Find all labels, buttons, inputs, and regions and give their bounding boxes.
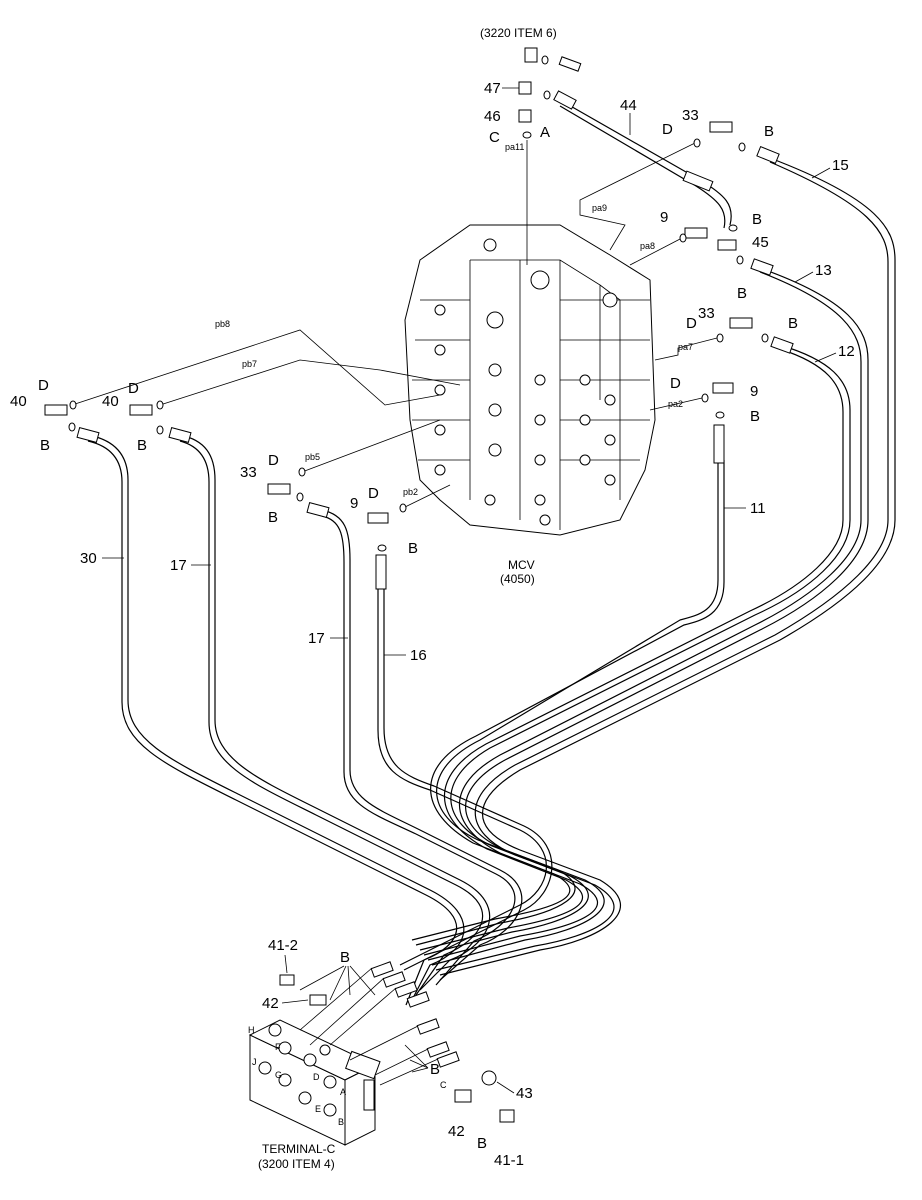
terminal-port-H: H (248, 1025, 255, 1035)
fitting-41-1 (499, 1109, 515, 1123)
callout-11: 11 (750, 500, 766, 517)
callout-16: 16 (410, 647, 427, 664)
callout-33a: 33 (682, 107, 699, 124)
callout-12: 12 (838, 343, 855, 360)
port-pa2: pa2 (668, 399, 683, 409)
callout-46: 46 (484, 108, 501, 125)
callout-B9: B (408, 540, 418, 557)
callout-33c: 33 (240, 464, 257, 481)
fitting-42a (309, 994, 327, 1006)
callout-D7: D (368, 485, 379, 502)
callout-33b: 33 (698, 305, 715, 322)
callout-44: 44 (620, 97, 637, 114)
mcv-valve-block (404, 224, 656, 536)
callout-B4: B (788, 315, 798, 332)
terminal-hose-ends (370, 961, 460, 1068)
callout-D2: D (686, 315, 697, 332)
port-pa8: pa8 (640, 241, 655, 251)
fitting-9c (367, 512, 389, 524)
terminal-ref: (3200 ITEM 4) (258, 1157, 335, 1171)
port-pa7: pa7 (678, 342, 693, 352)
callout-B3: B (737, 285, 747, 302)
callout-A: A (540, 124, 550, 141)
terminal-port-E: E (315, 1104, 321, 1114)
hose-11-end (713, 424, 725, 464)
fitting-top-elbow (524, 47, 538, 63)
fitting-46 (518, 109, 532, 123)
terminal-block (248, 961, 515, 1146)
callout-40a: 40 (10, 393, 27, 410)
callout-43: 43 (516, 1085, 533, 1102)
hose-16-end (375, 554, 387, 590)
callout-9b: 9 (750, 383, 758, 400)
callout-D1: D (662, 121, 673, 138)
top-ref-label: (3220 ITEM 6) (480, 26, 557, 40)
valve-bolts (434, 238, 618, 526)
pilot-lines (71, 140, 718, 509)
fitting-33b (729, 317, 753, 329)
fitting-42b (454, 1089, 472, 1103)
terminal-port-F: F (275, 1042, 281, 1052)
terminal-port-B: B (338, 1117, 344, 1127)
callout-B10: B (340, 949, 350, 966)
callout-B2: B (752, 211, 762, 228)
labels: (3220 ITEM 6) MCV (4050) TERMINAL-C (320… (10, 26, 855, 1171)
callout-30: 30 (80, 550, 97, 567)
fitting-40b (129, 404, 153, 416)
terminal-port-C: C (440, 1080, 447, 1090)
terminal-port-A: A (340, 1087, 346, 1097)
callout-D5: D (128, 380, 139, 397)
fitting-33c (267, 483, 291, 495)
port-pa9: pa9 (592, 203, 607, 213)
callout-B5: B (750, 408, 760, 425)
terminal-port-D: D (313, 1072, 320, 1082)
callout-B8: B (268, 509, 278, 526)
callout-B7: B (137, 437, 147, 454)
fitting-9a (684, 227, 708, 239)
o-rings (68, 55, 769, 552)
fitting-41-2 (279, 974, 295, 986)
terminal-port-G: G (275, 1070, 282, 1080)
callout-45: 45 (752, 234, 769, 251)
fitting-45 (717, 239, 737, 251)
callout-42a: 42 (262, 995, 279, 1012)
port-pa11: pa11 (505, 142, 524, 152)
callout-9c: 9 (350, 495, 358, 512)
port-pb8: pb8 (215, 319, 230, 329)
fitting-47 (518, 81, 532, 95)
fittings (44, 47, 794, 590)
callout-41-1: 41-1 (494, 1152, 524, 1169)
mcv-name: MCV (508, 558, 535, 572)
callout-D6: D (268, 452, 279, 469)
port-pb2: pb2 (403, 487, 418, 497)
fitting-40a (44, 404, 68, 416)
fitting-43 (481, 1070, 497, 1086)
callout-40b: 40 (102, 393, 119, 410)
callout-17a: 17 (170, 557, 187, 574)
port-pb7: pb7 (242, 359, 257, 369)
callout-13: 13 (815, 262, 832, 279)
port-pb5: pb5 (305, 452, 320, 462)
callout-B12: B (477, 1135, 487, 1152)
callout-B11: B (430, 1061, 440, 1078)
callout-C: C (489, 129, 500, 146)
fitting-33a (709, 121, 733, 133)
callout-B6: B (40, 437, 50, 454)
callout-D4: D (38, 377, 49, 394)
callout-D3: D (670, 375, 681, 392)
callout-41-2: 41-2 (268, 937, 298, 954)
fitting-9b (712, 382, 734, 394)
callout-47: 47 (484, 80, 501, 97)
mcv-code: (4050) (500, 572, 535, 586)
callout-B1: B (764, 123, 774, 140)
terminal-name: TERMINAL-C (262, 1142, 336, 1156)
callout-42b: 42 (448, 1123, 465, 1140)
callout-15: 15 (832, 157, 849, 174)
callout-9a: 9 (660, 209, 668, 226)
terminal-port-J: J (252, 1057, 257, 1067)
callout-17b: 17 (308, 630, 325, 647)
hose-bundle (87, 99, 896, 1006)
